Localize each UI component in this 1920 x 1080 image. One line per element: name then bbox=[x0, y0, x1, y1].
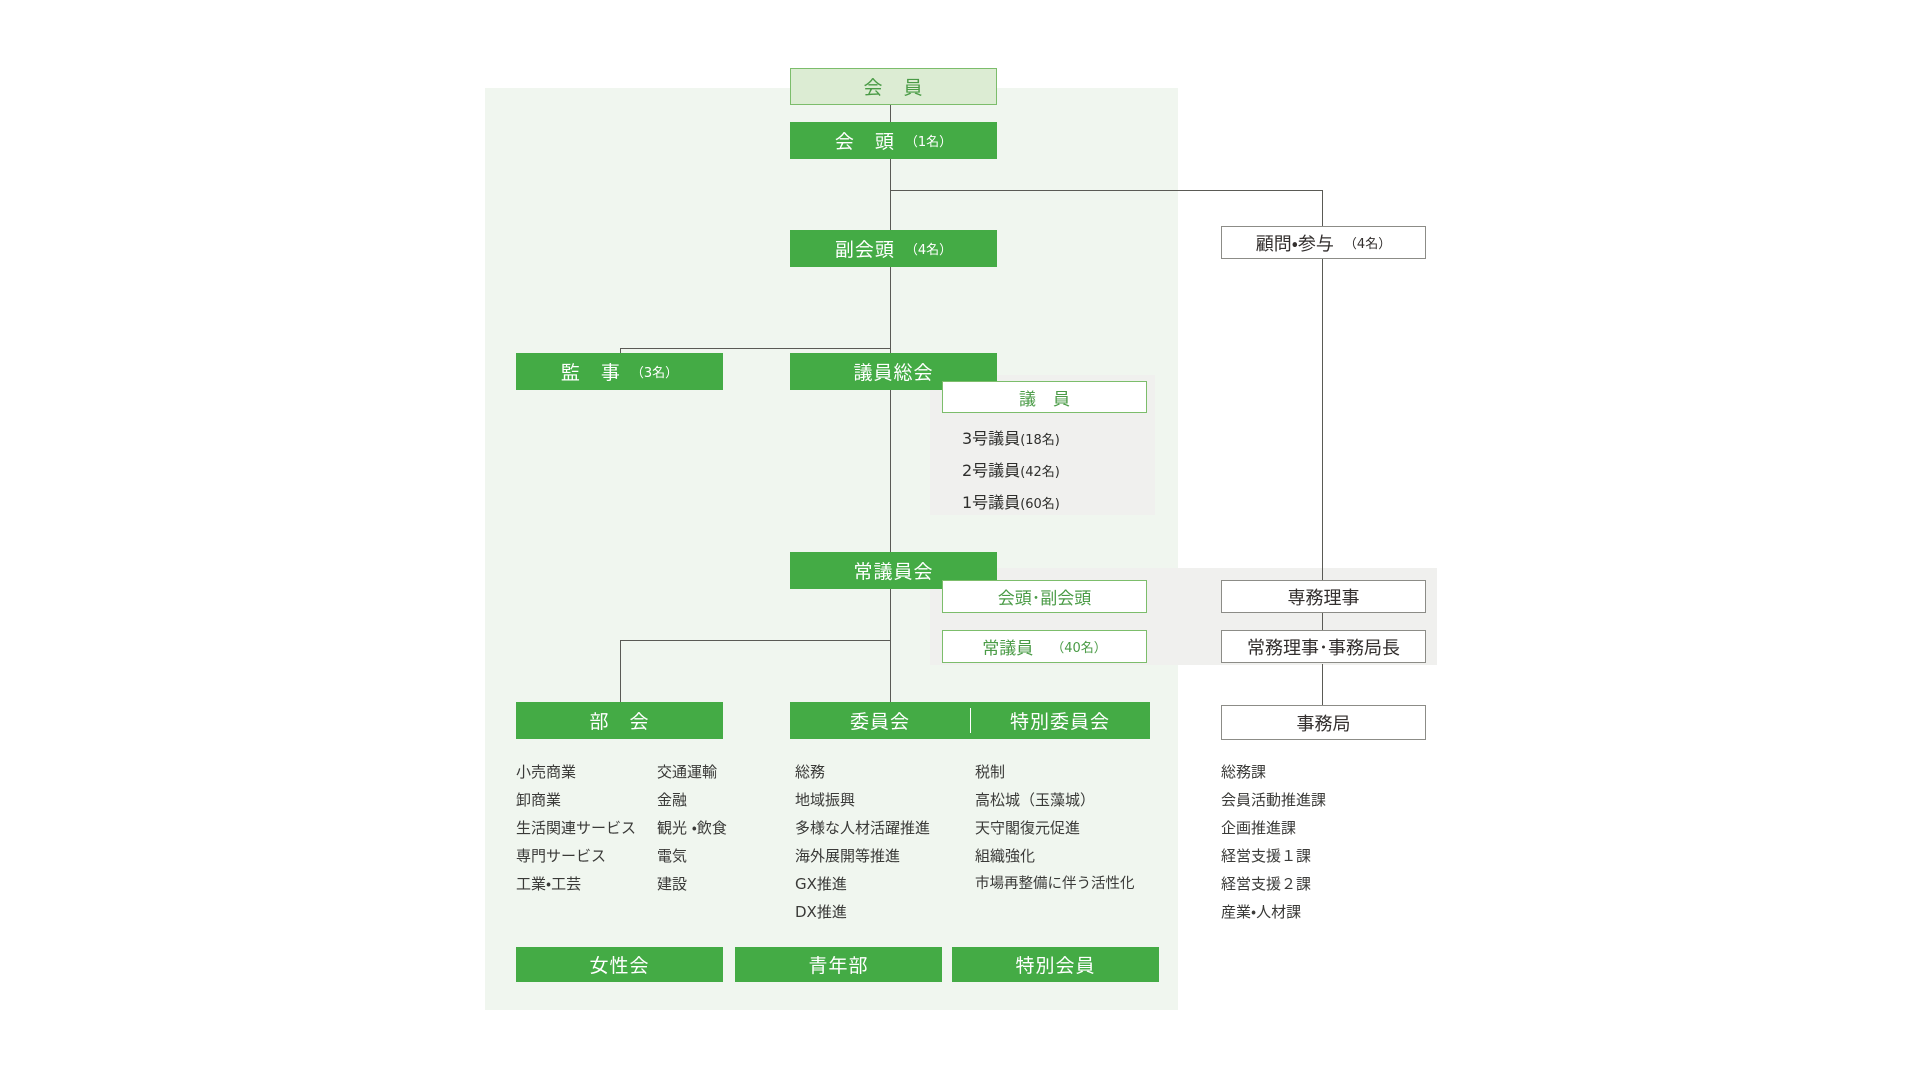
node-seinen-bu[interactable]: 青年部 bbox=[735, 947, 942, 982]
node-jimukyoku[interactable]: 事務局 bbox=[1221, 705, 1426, 740]
list-item: GX推進 bbox=[795, 875, 847, 893]
node-bukai-label: 部 会 bbox=[589, 711, 650, 733]
node-josei-kai[interactable]: 女性会 bbox=[516, 947, 723, 982]
list-item: 税制 bbox=[975, 763, 1006, 781]
node-fukukaito-count: （4名） bbox=[904, 243, 953, 258]
list-item: 生活関連サービス bbox=[516, 819, 637, 837]
giin-name: 3号議員 bbox=[962, 429, 1021, 448]
connector-kaito-fukukaito bbox=[890, 190, 891, 230]
node-bukai[interactable]: 部 会 bbox=[516, 702, 723, 739]
node-jogiinkai-label: 常議員会 bbox=[853, 561, 934, 583]
node-kaito-fukukaito-label: 会頭･副会頭 bbox=[997, 589, 1092, 609]
connector-right-spine bbox=[1322, 258, 1323, 580]
list-item: 天守閣復元促進 bbox=[975, 819, 1081, 837]
giin-count: (18名) bbox=[1020, 433, 1060, 448]
node-jogiin-label: 常議員 bbox=[982, 639, 1034, 659]
connector-kanji-branch-h bbox=[620, 348, 891, 349]
bukai-column-1: 小売商業 卸商業 生活関連サービス 専門サービス 工業・工芸 bbox=[516, 758, 636, 898]
list-item: 経営支援１課 bbox=[1221, 847, 1312, 865]
list-item: DX推進 bbox=[795, 903, 847, 921]
list-item: 電気 bbox=[657, 847, 688, 865]
jimukyoku-list: 総務課 会員活動推進課 企画推進課 経営支援１課 経営支援２課 産業・人材課 bbox=[1221, 758, 1326, 926]
node-komon-sanyo[interactable]: 顧問・参与 （4名） bbox=[1221, 226, 1426, 259]
list-item: 経営支援２課 bbox=[1221, 875, 1312, 893]
node-kaiin[interactable]: 会 員 bbox=[790, 68, 997, 105]
node-komon-label: 顧問・参与 bbox=[1255, 233, 1334, 255]
node-kanji[interactable]: 監 事 （3名） bbox=[516, 353, 723, 390]
list-item: 地域振興 bbox=[795, 791, 856, 809]
bukai-column-2: 交通運輸 金融 観光 ・飲食 電気 建設 bbox=[657, 758, 727, 898]
list-item: 卸商業 bbox=[516, 791, 562, 809]
list-item: 観光 ・飲食 bbox=[657, 819, 727, 837]
connector-giinsoukai-jogiinkai bbox=[890, 384, 891, 554]
list-item: 市場再整備に伴う活性化 bbox=[975, 876, 1135, 892]
list-item: 専門サービス bbox=[516, 847, 607, 865]
node-tokubetsu-kaiin-label: 特別会員 bbox=[1015, 955, 1096, 977]
giin-name: 2号議員 bbox=[962, 461, 1021, 480]
connector-jomu-jimukyoku bbox=[1322, 664, 1323, 708]
node-giin-header[interactable]: 議 員 bbox=[942, 381, 1147, 413]
list-item: 総務 bbox=[795, 763, 826, 781]
list-item: 会員活動推進課 bbox=[1221, 791, 1327, 809]
node-kaito-count: （1名） bbox=[904, 135, 953, 150]
node-tokubetsu-iinkai[interactable]: 特別委員会 bbox=[1009, 711, 1110, 733]
node-fukukaito-label: 副会頭 bbox=[834, 239, 895, 261]
giin-count: (60名) bbox=[1020, 497, 1060, 512]
node-fukukaito[interactable]: 副会頭 （4名） bbox=[790, 230, 997, 267]
connector-fukukaito-down bbox=[890, 266, 891, 348]
connector-bukai-down bbox=[620, 640, 621, 702]
node-jogiin-count: （40名） bbox=[1051, 641, 1107, 656]
node-iinkai[interactable]: 委員会 bbox=[849, 711, 910, 733]
list-item: 建設 bbox=[657, 875, 688, 893]
list-item: 産業・人材課 bbox=[1221, 903, 1302, 921]
list-item: 3号議員(18名) bbox=[962, 424, 1060, 456]
node-seinen-bu-label: 青年部 bbox=[808, 955, 869, 977]
node-giinsoukai-label: 議員総会 bbox=[853, 362, 934, 384]
connector-kaito-down bbox=[890, 158, 891, 190]
list-item: 工業・工芸 bbox=[516, 875, 582, 893]
connector-kaiin-kaito bbox=[890, 104, 891, 122]
node-kaito-fukukaito-member[interactable]: 会頭･副会頭 bbox=[942, 580, 1147, 613]
node-tokubetsu-kaiin[interactable]: 特別会員 bbox=[952, 947, 1159, 982]
connector-senmu-jomu bbox=[1322, 612, 1323, 636]
iinkai-list: 総務 地域振興 多様な人材活躍推進 海外展開等推進 GX推進 DX推進 bbox=[795, 758, 930, 926]
node-giin-header-label: 議 員 bbox=[1019, 389, 1070, 410]
node-senmu-label: 専務理事 bbox=[1287, 587, 1360, 609]
connector-jogiinkai-down bbox=[890, 582, 891, 702]
list-item: 1号議員(60名) bbox=[962, 488, 1060, 520]
list-item: 総務課 bbox=[1221, 763, 1267, 781]
connector-kanji-down bbox=[620, 348, 621, 354]
list-item: 金融 bbox=[657, 791, 688, 809]
node-komon-count: （4名） bbox=[1343, 237, 1392, 252]
list-item: 海外展開等推進 bbox=[795, 847, 901, 865]
node-kaiin-label: 会 員 bbox=[863, 77, 924, 99]
giin-count: (42名) bbox=[1020, 465, 1060, 480]
connector-kaito-komon-h bbox=[890, 190, 1322, 191]
list-item: 多様な人材活躍推進 bbox=[795, 819, 931, 837]
node-jogiin-member[interactable]: 常議員 （40名） bbox=[942, 630, 1147, 663]
list-item: 組織強化 bbox=[975, 847, 1036, 865]
node-kaito-label: 会 頭 bbox=[834, 131, 895, 153]
list-item: 企画推進課 bbox=[1221, 819, 1297, 837]
node-kanji-label: 監 事 bbox=[560, 362, 621, 384]
connector-bukai-branch-h bbox=[620, 640, 891, 641]
connector-giinsoukai-down bbox=[890, 348, 891, 354]
node-jimukyoku-label: 事務局 bbox=[1296, 713, 1351, 735]
giin-list: 3号議員(18名) 2号議員(42名) 1号議員(60名) bbox=[962, 424, 1060, 520]
list-item: 高松城（玉藻城） bbox=[975, 791, 1096, 809]
giin-name: 1号議員 bbox=[962, 493, 1021, 512]
list-item: 小売商業 bbox=[516, 763, 577, 781]
node-kaito[interactable]: 会 頭 （1名） bbox=[790, 122, 997, 159]
list-item: 交通運輸 bbox=[657, 763, 718, 781]
connector-komon-down bbox=[1322, 190, 1323, 226]
node-jomu-riji[interactable]: 常務理事･事務局長 bbox=[1221, 630, 1426, 663]
node-kanji-count: （3名） bbox=[630, 366, 679, 381]
tokubetsu-iinkai-list: 税制 高松城（玉藻城） 天守閣復元促進 組織強化 市場再整備に伴う活性化 bbox=[975, 758, 1135, 898]
node-senmu-riji[interactable]: 専務理事 bbox=[1221, 580, 1426, 613]
node-jomu-label: 常務理事･事務局長 bbox=[1247, 637, 1400, 659]
iinkai-header-divider bbox=[970, 708, 971, 733]
list-item: 2号議員(42名) bbox=[962, 456, 1060, 488]
node-josei-kai-label: 女性会 bbox=[589, 955, 650, 977]
